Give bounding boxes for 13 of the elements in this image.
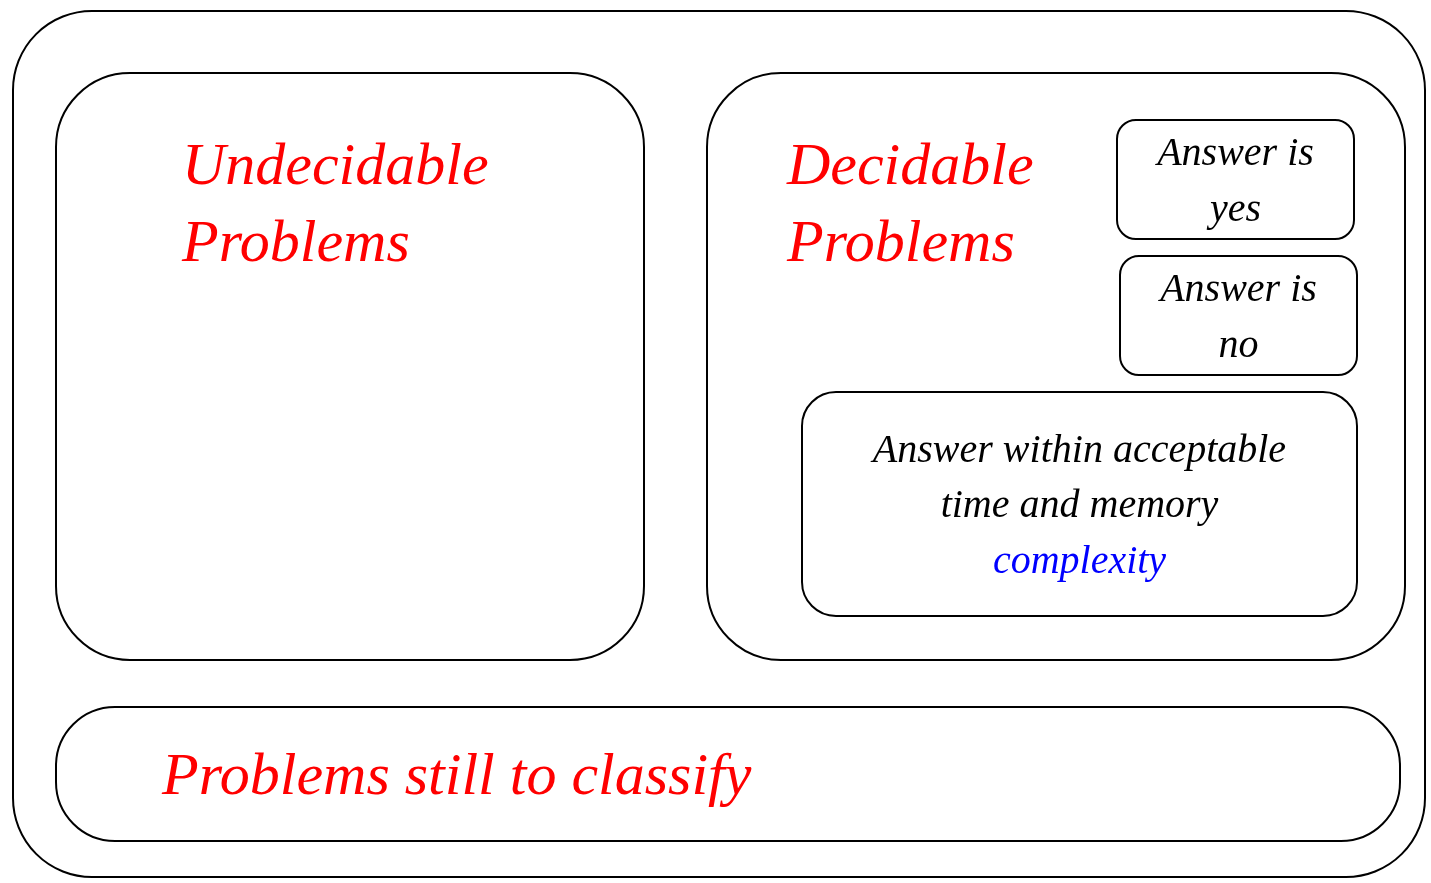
box-heading: Problems still to classify: [162, 739, 752, 809]
box-heading: Decidable Problems: [787, 130, 1035, 276]
rounded-box: [12, 10, 1426, 878]
rounded-box: [706, 72, 1406, 661]
box-label: Answer is yes: [1157, 129, 1314, 230]
box-heading: Undecidable Problems: [182, 130, 490, 276]
box-label: Answer is no: [1160, 265, 1317, 366]
rounded-box: [55, 72, 645, 661]
rounded-box: [1116, 119, 1355, 240]
box-label: Answer within acceptable time and memory: [872, 426, 1287, 527]
rounded-box: [801, 391, 1358, 617]
highlighted-term: complexity: [992, 536, 1167, 582]
rounded-box: [1119, 255, 1358, 376]
